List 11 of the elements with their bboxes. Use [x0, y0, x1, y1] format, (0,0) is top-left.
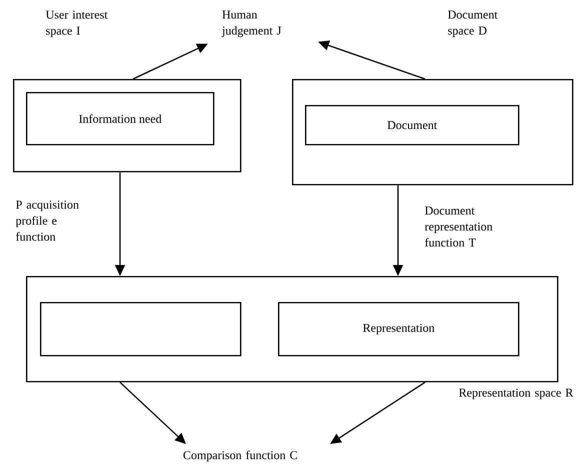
box: Information need: [26, 92, 214, 146]
space-heading: Document space D: [448, 10, 498, 38]
box: Representation: [278, 302, 520, 356]
space-heading: User interest space I: [46, 10, 108, 38]
box: [40, 302, 242, 356]
function-label: Human judgement J: [222, 10, 282, 38]
space-heading: Representation space R: [459, 388, 574, 400]
box: Document: [305, 105, 520, 146]
edge-label: P acquisition profile e function: [16, 200, 79, 241]
edge-label: Document representation function T: [424, 206, 492, 247]
function-label: Comparison function C: [184, 450, 297, 462]
